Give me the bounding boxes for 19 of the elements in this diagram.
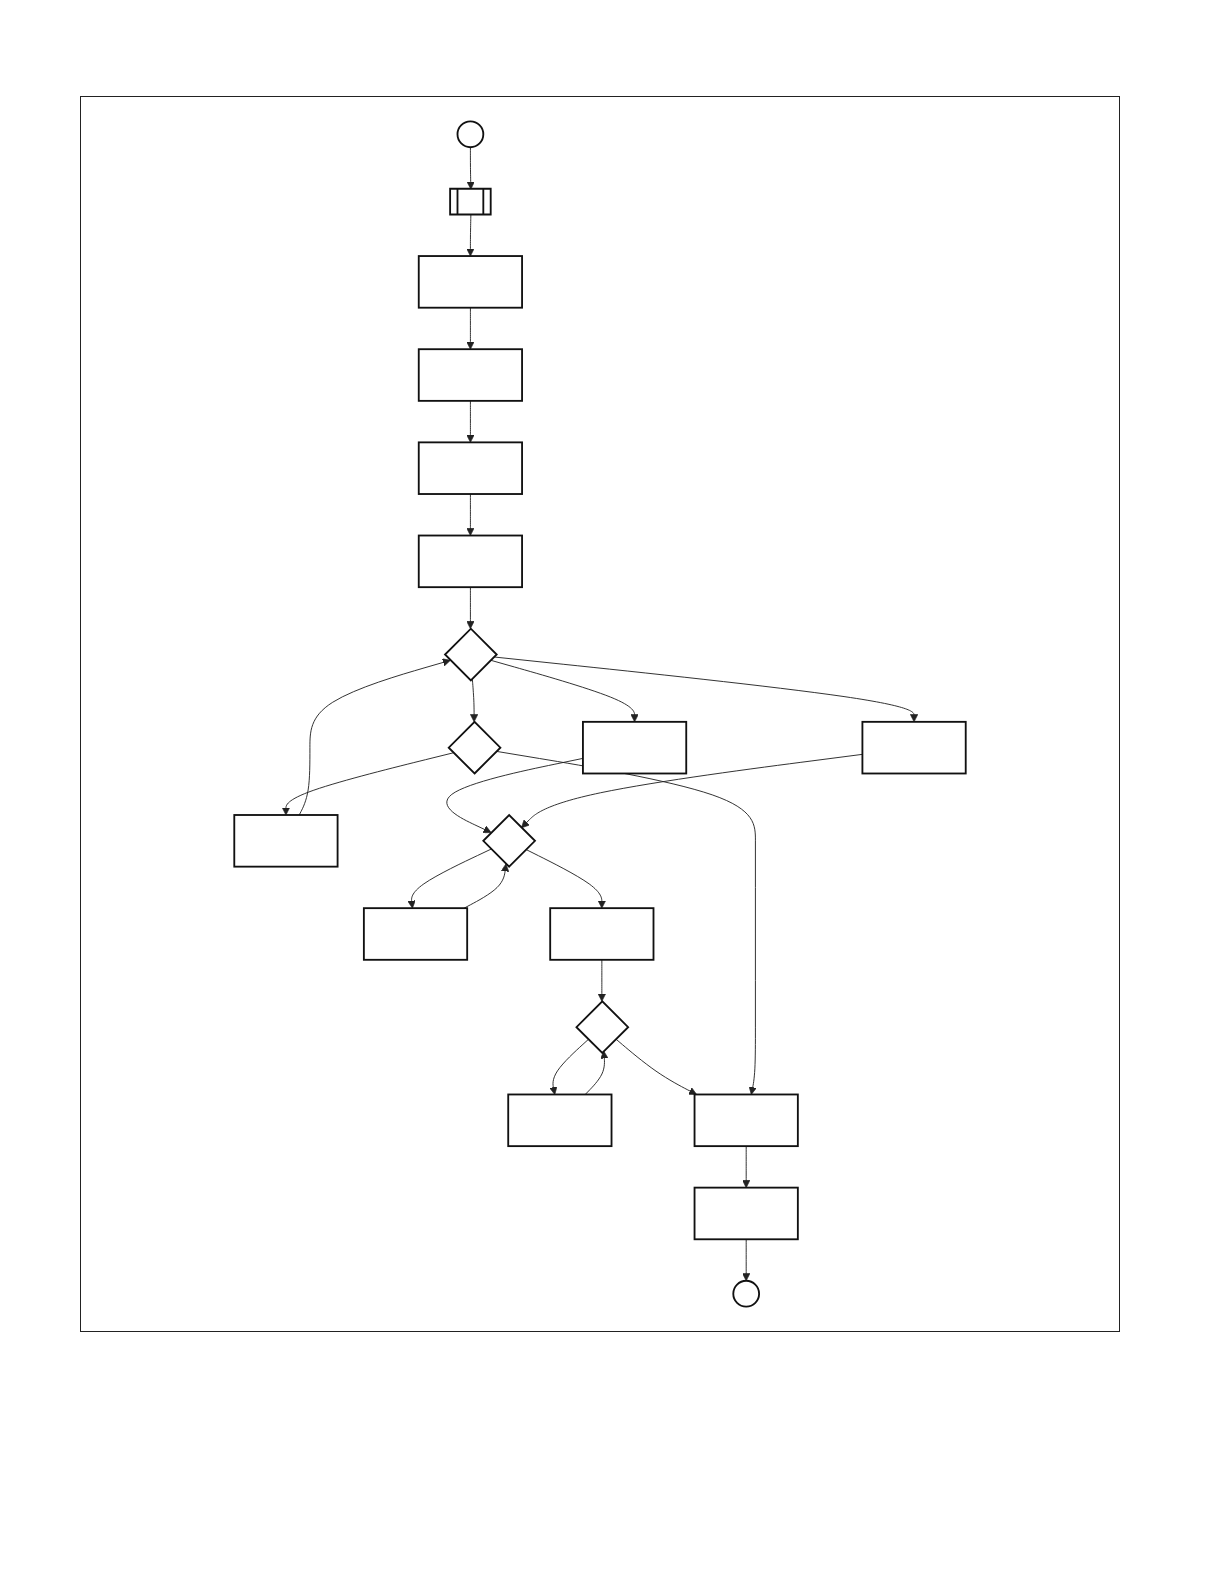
node-box	[417, 441, 523, 495]
node-box	[582, 720, 688, 775]
node-box	[861, 720, 967, 775]
node-box	[233, 814, 339, 868]
node-diamond	[482, 813, 537, 868]
node-box	[693, 1186, 799, 1241]
node-box	[417, 348, 523, 402]
node-box	[362, 907, 469, 961]
node-circle	[456, 120, 485, 149]
node-diamond	[447, 720, 502, 775]
node-box	[549, 907, 655, 961]
node-diamond	[575, 1000, 630, 1055]
node-box	[417, 255, 523, 309]
node-subroutine	[449, 187, 492, 216]
node-circle	[732, 1279, 761, 1308]
node-box	[417, 534, 523, 589]
node-box	[693, 1093, 799, 1148]
node-box	[507, 1093, 613, 1148]
node-diamond	[443, 627, 498, 682]
